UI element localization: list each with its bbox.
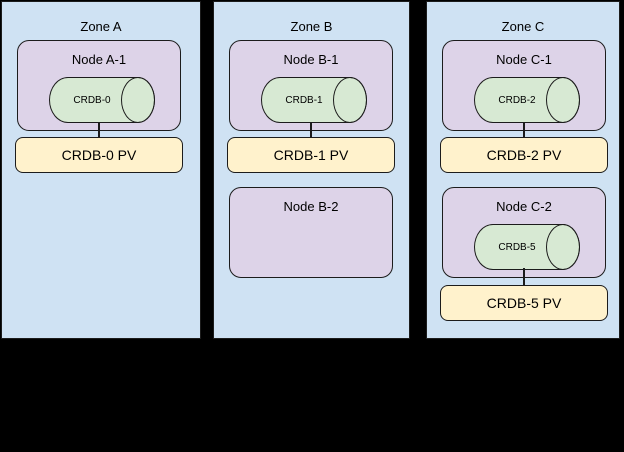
database-cylinder-crdb-2: CRDB-2 [474,77,580,123]
node-title: Node A-1 [71,52,127,67]
node-c-2: Node C-2 CRDB-5 [442,187,606,278]
cylinder-end-cap-icon [546,224,580,270]
pv-label: CRDB-2 PV [486,147,562,163]
pv-crdb-2: CRDB-2 PV [440,137,608,173]
zone-b: Zone B Node B-1 CRDB-1 CRDB-1 PV Node B-… [213,1,410,339]
connector-line [523,268,525,285]
node-title: Node C-2 [496,199,552,214]
cylinder-label: CRDB-0 [73,94,111,106]
node-b-2: Node B-2 [229,187,393,278]
pv-crdb-1: CRDB-1 PV [227,137,395,173]
node-b-1: Node B-1 CRDB-1 [229,40,393,131]
node-title: Node B-1 [283,52,339,67]
cylinder-label: CRDB-5 [498,241,536,253]
zone-title: Zone B [290,19,333,34]
database-cylinder-crdb-1: CRDB-1 [261,77,367,123]
connector-line [98,122,100,137]
pv-label: CRDB-5 PV [486,295,562,311]
node-a-1: Node A-1 CRDB-0 [17,40,181,131]
zone-title: Zone C [501,19,545,34]
node-title: Node C-1 [496,52,552,67]
cylinder-end-cap-icon [333,77,367,123]
database-cylinder-crdb-0: CRDB-0 [49,77,155,123]
connector-line [523,122,525,137]
cylinder-label: CRDB-2 [498,94,536,106]
pv-label: CRDB-0 PV [61,147,137,163]
node-c-1: Node C-1 CRDB-2 [442,40,606,131]
connector-line [310,122,312,137]
node-title: Node B-2 [283,199,339,214]
pv-label: CRDB-1 PV [273,147,349,163]
cylinder-end-cap-icon [546,77,580,123]
cylinder-end-cap-icon [121,77,155,123]
zone-a: Zone A Node A-1 CRDB-0 CRDB-0 PV [1,1,201,339]
cylinder-label: CRDB-1 [285,94,323,106]
zone-title: Zone A [80,19,122,34]
pv-crdb-0: CRDB-0 PV [15,137,183,173]
database-cylinder-crdb-5: CRDB-5 [474,224,580,270]
zone-c: Zone C Node C-1 CRDB-2 CRDB-2 PV Node C-… [426,1,620,339]
pv-crdb-5: CRDB-5 PV [440,285,608,321]
